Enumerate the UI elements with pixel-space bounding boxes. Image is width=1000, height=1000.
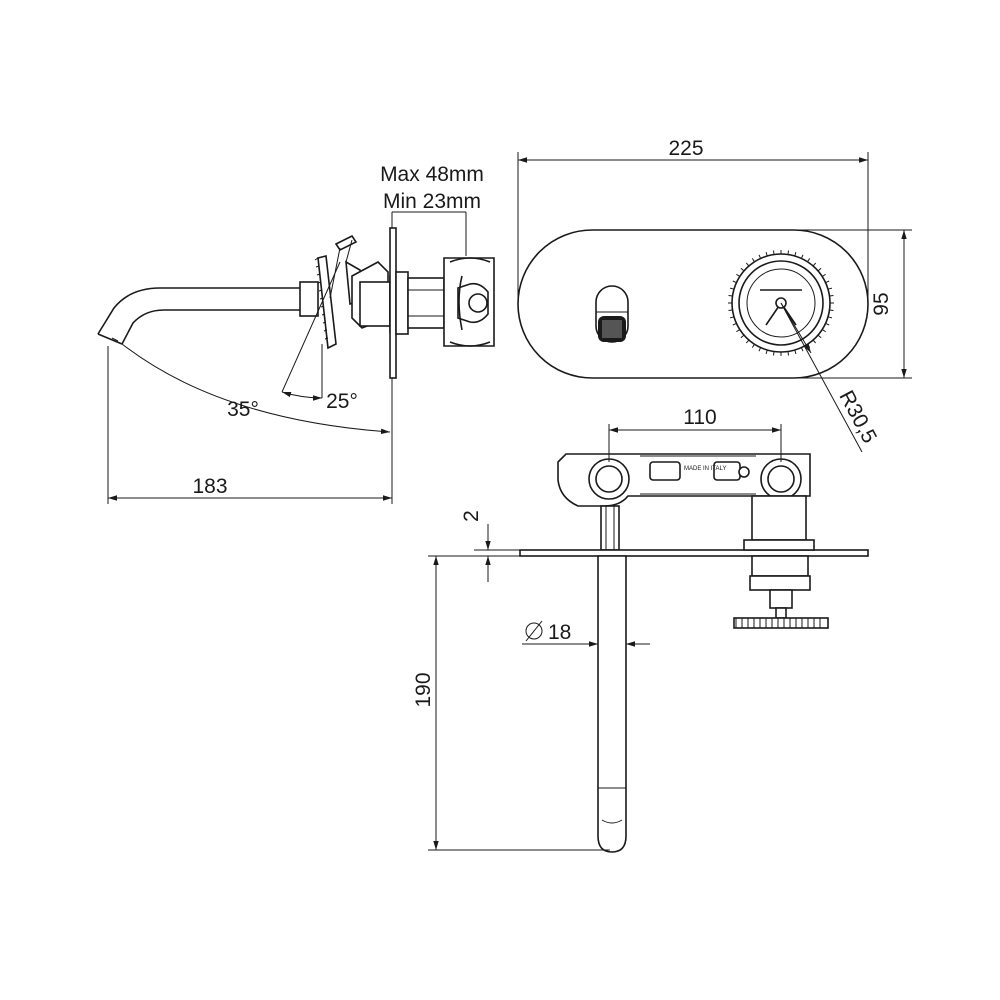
- body-marking: MADE IN ITALY: [684, 466, 726, 472]
- front-view: 225 95 R30,5: [517, 137, 912, 453]
- diameter-dimension: 18: [522, 620, 650, 647]
- height-dimension: 95: [792, 229, 912, 379]
- wall-plate-top: [519, 549, 869, 557]
- spout-outlet-front: [595, 285, 629, 343]
- reach-label: 183: [192, 475, 227, 498]
- spacing-dimension: 110: [608, 406, 782, 462]
- valve-stem-top: [751, 495, 807, 541]
- wall-plate-side: [389, 227, 397, 379]
- wall-depth-dimension: Max 48mm Min 23mm: [380, 163, 484, 256]
- thickness-dimension: 2: [460, 510, 520, 582]
- angle-25-label: 25°: [326, 390, 358, 413]
- spout-outer: [97, 287, 300, 335]
- spout-inner: [121, 309, 300, 345]
- width-label: 225: [668, 137, 703, 160]
- length-label: 190: [412, 672, 435, 707]
- max-wall-label: Max 48mm: [380, 163, 484, 186]
- valve-body-top: MADE IN ITALY: [557, 453, 811, 507]
- spacing-label: 110: [683, 406, 716, 429]
- spout-collar: [299, 281, 319, 317]
- gear-handle-front: [728, 250, 834, 356]
- wall-plate-front: [517, 229, 869, 379]
- height-label: 95: [870, 292, 893, 315]
- spout-stem: [600, 505, 620, 551]
- min-wall-label: Min 23mm: [383, 190, 481, 213]
- angle-35-label: 35°: [227, 398, 259, 421]
- thickness-label: 2: [460, 510, 483, 522]
- side-view: Max 48mm Min 23mm 25° 35° 183: [97, 163, 495, 504]
- length-dimension: 190: [412, 555, 610, 851]
- section-view: MADE IN ITALY 110: [412, 406, 869, 853]
- handle-assembly-top: [733, 539, 829, 629]
- angle-dimensions: 25° 35°: [121, 261, 391, 435]
- spout-tip: [97, 333, 123, 345]
- diameter-label: 18: [548, 621, 571, 644]
- width-dimension: 225: [517, 137, 869, 304]
- radius-label: R30,5: [834, 387, 881, 447]
- gear-teeth: [728, 250, 834, 356]
- valve-body-side: [395, 257, 495, 347]
- spout-tube-top: [597, 555, 627, 853]
- reach-dimension: 183: [107, 346, 393, 504]
